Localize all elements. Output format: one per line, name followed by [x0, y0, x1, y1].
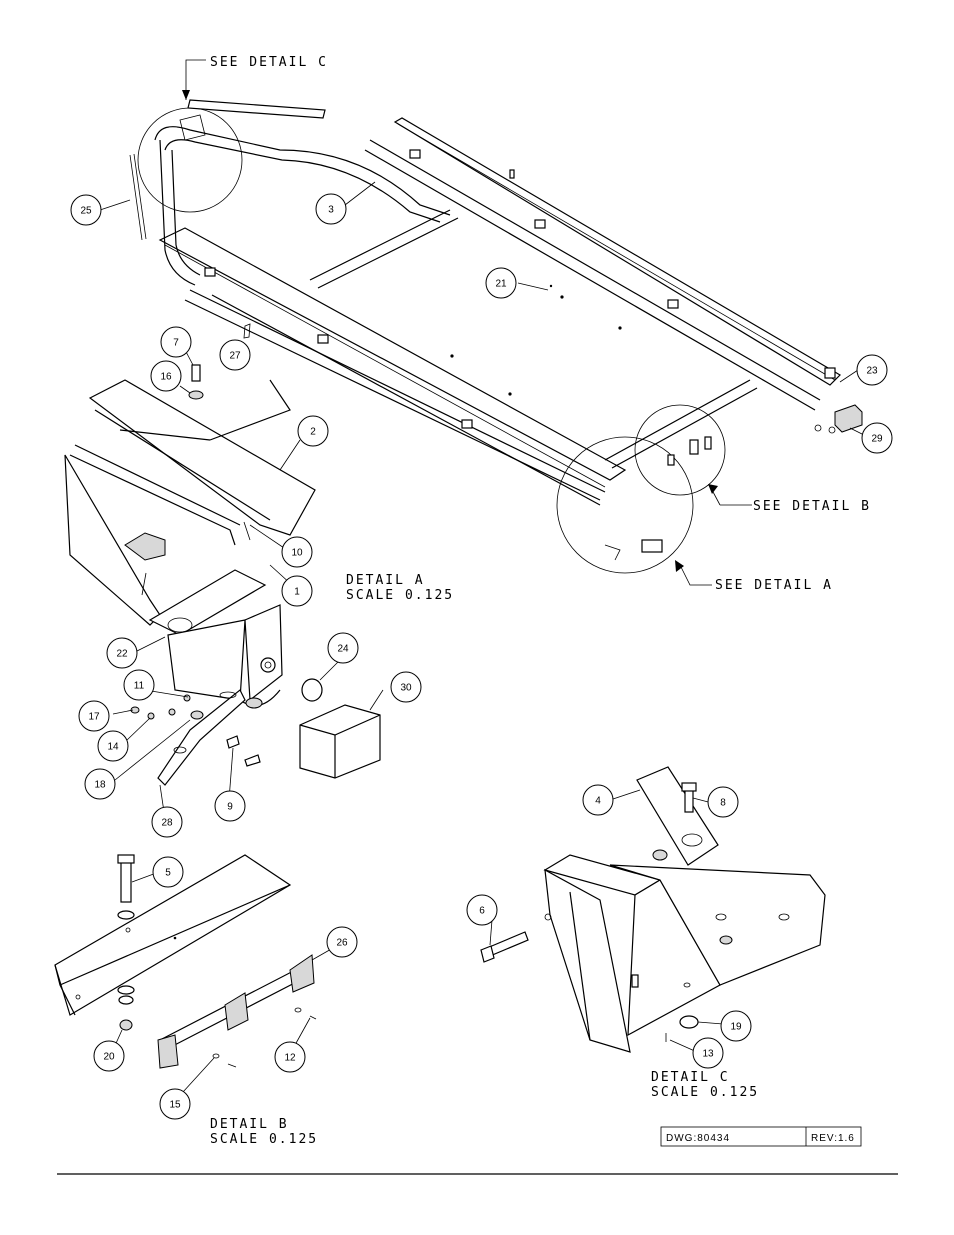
drawing-number: DWG:80434 — [666, 1133, 730, 1144]
item-balloon-28: 28 — [151, 806, 183, 838]
item-balloon-17: 17 — [78, 700, 110, 732]
item-number: 25 — [80, 206, 92, 217]
trailer-frame — [129, 99, 863, 574]
item-number: 5 — [165, 868, 171, 879]
item-balloon-12: 12 — [274, 1041, 306, 1073]
item-balloon-18: 18 — [84, 768, 116, 800]
item-number: 21 — [495, 279, 507, 290]
item-number: 20 — [103, 1052, 115, 1063]
detail-a-drawing — [64, 364, 381, 786]
item-balloon-19: 19 — [720, 1010, 752, 1042]
item-balloon-30: 30 — [390, 671, 422, 703]
item-balloon-9: 9 — [214, 790, 246, 822]
item-balloon-29: 29 — [861, 422, 893, 454]
item-balloon-27: 27 — [219, 339, 251, 371]
item-balloon-20: 20 — [93, 1040, 125, 1072]
item-number: 8 — [720, 798, 726, 809]
item-number: 14 — [107, 742, 119, 753]
item-number: 29 — [871, 434, 883, 445]
item-number: 18 — [94, 780, 106, 791]
detail-b-scale: SCALE 0.125 — [210, 1132, 318, 1147]
item-number: 30 — [400, 683, 412, 694]
item-balloon-5: 5 — [152, 856, 184, 888]
item-balloon-4: 4 — [582, 784, 614, 816]
item-balloon-22: 22 — [106, 637, 138, 669]
see-detail-b-callout: SEE DETAIL B — [753, 499, 871, 514]
item-number: 11 — [134, 681, 145, 692]
item-balloon-26: 26 — [326, 926, 358, 958]
item-balloon-10: 10 — [281, 536, 313, 568]
item-number: 1 — [294, 587, 300, 598]
item-balloon-25: 25 — [70, 194, 102, 226]
detail-b-drawing — [54, 854, 317, 1069]
item-number: 2 — [310, 427, 316, 438]
see-detail-c-callout: SEE DETAIL C — [210, 55, 328, 70]
item-balloon-13: 13 — [692, 1037, 724, 1069]
item-number: 3 — [328, 205, 334, 216]
item-number: 7 — [173, 338, 179, 349]
see-detail-a-callout: SEE DETAIL A — [715, 578, 833, 593]
item-number: 10 — [291, 548, 303, 559]
item-balloon-8: 8 — [707, 786, 739, 818]
item-number: 27 — [229, 351, 241, 362]
title-block: DWG:80434 REV:1.6 — [660, 1126, 862, 1147]
item-balloon-11: 11 — [123, 669, 155, 701]
item-number: 15 — [169, 1100, 181, 1111]
item-number: 17 — [88, 712, 100, 723]
detail-a-scale: SCALE 0.125 — [346, 588, 454, 603]
detail-c-drawing — [480, 766, 826, 1053]
item-balloon-1: 1 — [281, 575, 313, 607]
item-balloon-7: 7 — [160, 326, 192, 358]
detail-c-scale: SCALE 0.125 — [651, 1085, 759, 1100]
item-number: 19 — [730, 1022, 742, 1033]
item-number: 13 — [702, 1049, 714, 1060]
detail-c-title: DETAIL C — [651, 1070, 730, 1085]
item-balloon-16: 16 — [150, 360, 182, 392]
item-number: 24 — [337, 644, 349, 655]
item-balloon-2: 2 — [297, 415, 329, 447]
item-number: 26 — [336, 938, 348, 949]
item-number: 4 — [595, 796, 601, 807]
item-balloon-6: 6 — [466, 894, 498, 926]
item-balloon-15: 15 — [159, 1088, 191, 1120]
item-balloon-14: 14 — [97, 730, 129, 762]
item-number: 23 — [866, 366, 878, 377]
revision: REV:1.6 — [811, 1133, 855, 1144]
detail-b-title: DETAIL B — [210, 1117, 289, 1132]
item-balloons: 25 3 21 23 29 7 27 16 2 10 1 22 24 30 11 17 14 18 28 9 4 8 5 26… — [70, 193, 893, 1120]
leader-lines — [99, 59, 865, 1093]
item-number: 16 — [160, 372, 172, 383]
item-number: 28 — [161, 818, 173, 829]
detail-a-title: DETAIL A — [346, 573, 425, 588]
item-number: 22 — [116, 649, 128, 660]
item-number: 12 — [284, 1053, 296, 1064]
item-balloon-23: 23 — [856, 354, 888, 386]
item-number: 9 — [227, 802, 233, 813]
item-balloon-3: 3 — [315, 193, 347, 225]
item-balloon-24: 24 — [327, 632, 359, 664]
item-balloon-21: 21 — [485, 267, 517, 299]
item-number: 6 — [479, 906, 485, 917]
